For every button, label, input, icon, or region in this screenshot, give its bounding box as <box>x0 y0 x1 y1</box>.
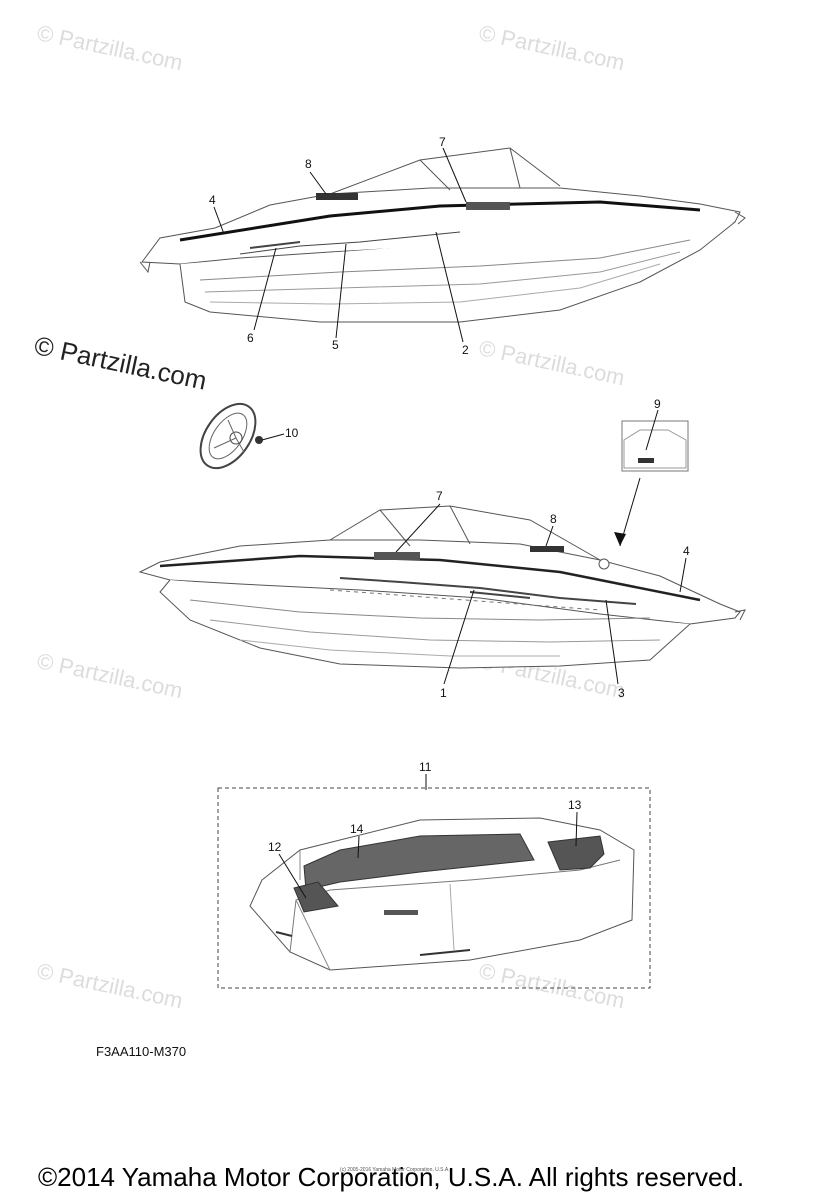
callout-6: 6 <box>247 331 254 345</box>
diagram-code: F3AA110-M370 <box>96 1044 187 1059</box>
storage-box <box>249 817 635 971</box>
boat-top-view <box>139 147 746 323</box>
callout-11: 11 <box>419 760 432 774</box>
callout-13: 13 <box>568 798 582 812</box>
callout-9: 9 <box>654 397 661 411</box>
copyright-footer: ©2014 Yamaha Motor Corporation, U.S.A. A… <box>38 1162 745 1192</box>
kit-frame <box>217 787 651 989</box>
callout-2: 2 <box>462 343 469 357</box>
callout-8: 8 <box>550 512 557 526</box>
boat-bottom-view <box>138 505 746 669</box>
callout-12: 12 <box>268 840 282 854</box>
tiny-copyright-notice: (c) 2005-2016 Yamaha Motor Corporation, … <box>340 1167 450 1173</box>
callout-3: 3 <box>618 686 625 700</box>
callout-7: 7 <box>436 489 443 503</box>
callout-7: 7 <box>439 135 446 149</box>
callout-5: 5 <box>332 338 339 352</box>
callout-4: 4 <box>683 544 690 558</box>
callout-14: 14 <box>350 822 364 836</box>
leader-arrowheads <box>614 532 626 546</box>
callout-10: 10 <box>285 426 299 440</box>
steering-wheel <box>199 402 263 470</box>
decal-inset <box>621 420 689 472</box>
callout-1: 1 <box>440 686 447 700</box>
callout-8: 8 <box>305 157 312 171</box>
callout-4: 4 <box>209 193 216 207</box>
